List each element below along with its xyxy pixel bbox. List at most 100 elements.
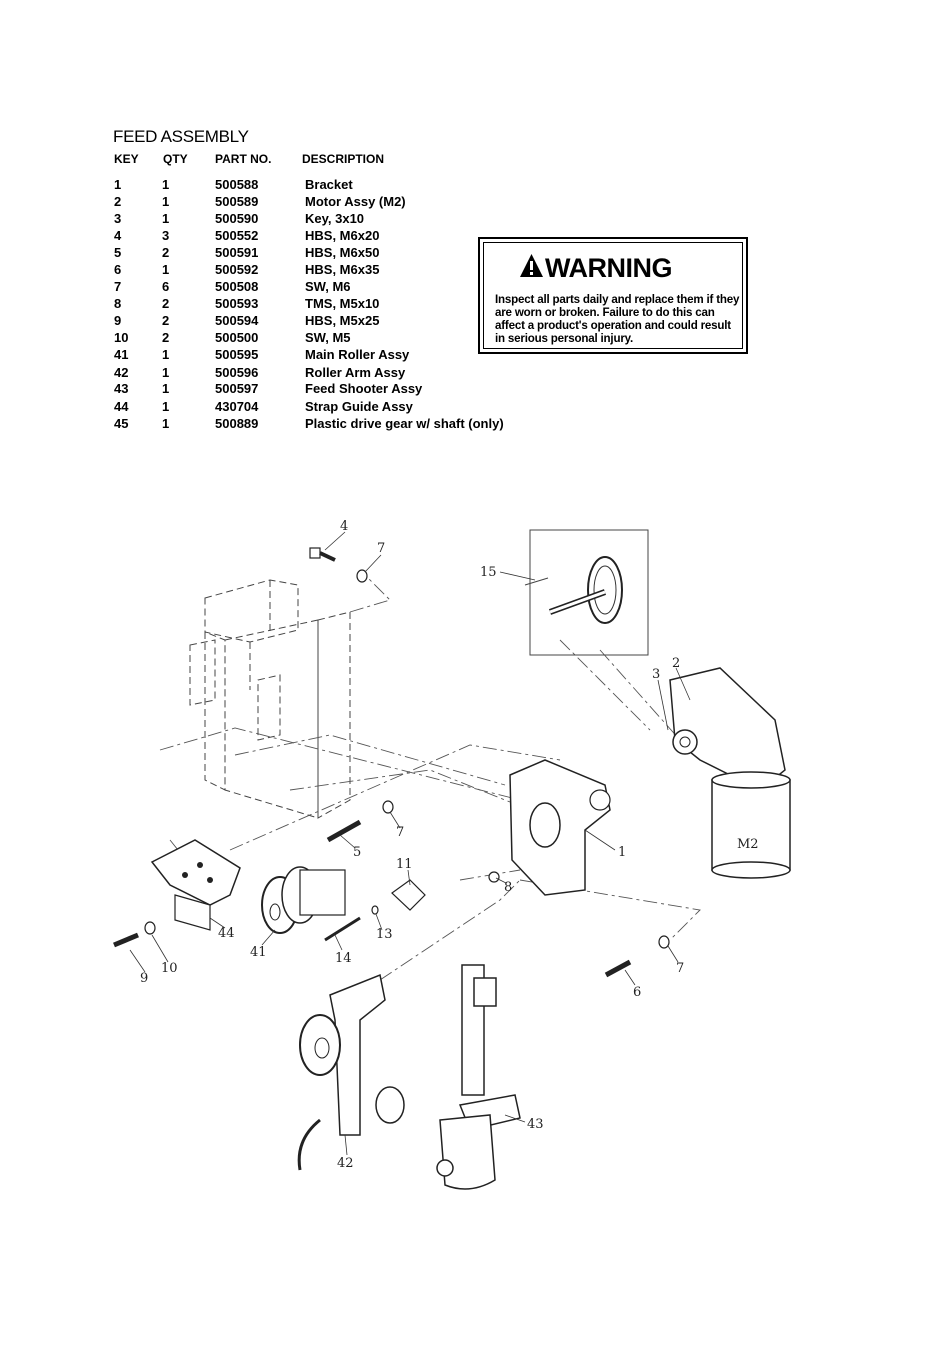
qty-cell: 2 [162, 330, 170, 345]
part-cell: 500590 [215, 211, 259, 226]
part-cell: 500592 [215, 262, 259, 277]
key-cell: 1 [114, 177, 122, 192]
label-9: 9 [140, 971, 148, 986]
desc-cell: Motor Assy (M2) [305, 194, 406, 209]
desc-cell: Plastic drive gear w/ shaft (only) [305, 416, 504, 431]
warning-triangle-icon [520, 254, 543, 277]
qty-cell: 1 [162, 211, 170, 226]
page-title: FEED ASSEMBLY [113, 127, 249, 146]
header-qty: QTY [163, 152, 188, 166]
label-41: 41 [250, 945, 267, 960]
part-cell: 500508 [215, 279, 259, 294]
qty-cell: 2 [162, 313, 170, 328]
qty-cell: 2 [162, 296, 170, 311]
part-cell: 500889 [215, 416, 259, 431]
desc-cell: HBS, M6x50 [305, 245, 380, 260]
qty-cell: 1 [162, 177, 170, 192]
bracket-frame-drawing [189, 579, 351, 819]
label-5: 5 [353, 845, 361, 860]
desc-cell: Feed Shooter Assy [305, 381, 423, 396]
table-row: 3 1 500590 Key, 3x10 [0, 211, 600, 228]
warning-box: WARNING Inspect all parts daily and repl… [478, 237, 748, 354]
part-cell: 430704 [215, 399, 259, 414]
table-row: 1 1 500588 Bracket [0, 177, 600, 194]
key-cell: 3 [114, 211, 122, 226]
desc-cell: HBS, M6x20 [305, 228, 380, 243]
key-cell: 5 [114, 245, 122, 260]
desc-cell: SW, M5 [305, 330, 351, 345]
label-43: 43 [527, 1117, 544, 1132]
label-42: 42 [337, 1156, 354, 1171]
qty-cell: 3 [162, 228, 170, 243]
key-cell: 4 [114, 228, 122, 243]
desc-cell: TMS, M5x10 [305, 296, 380, 311]
key-cell: 6 [114, 262, 122, 277]
desc-cell: Strap Guide Assy [305, 399, 413, 414]
label-7-right: 7 [676, 961, 684, 976]
part-cell: 500597 [215, 381, 259, 396]
part-cell: 500595 [215, 347, 259, 362]
label-4: 4 [340, 519, 348, 534]
label-8: 8 [504, 880, 512, 895]
qty-cell: 1 [162, 381, 170, 396]
label-11: 11 [396, 857, 413, 872]
qty-cell: 2 [162, 245, 170, 260]
label-10: 10 [161, 961, 178, 976]
desc-cell: Key, 3x10 [305, 211, 365, 226]
part-cell: 500591 [215, 245, 259, 260]
motor-m2-drawing [669, 667, 791, 879]
part-cell: 500594 [215, 313, 259, 328]
table-row: 9 2 500594 HBS, M5x25 [0, 313, 600, 330]
qty-cell: 1 [162, 262, 170, 277]
table-row: 45 1 500889 Plastic drive gear w/ shaft (on… [0, 416, 600, 433]
gear-detail-box [524, 529, 649, 656]
key-cell: 8 [114, 296, 122, 311]
label-14: 14 [335, 951, 352, 966]
key-cell: 45 [114, 416, 129, 431]
warning-inner-border [483, 242, 743, 349]
main-roller-drawing [261, 866, 346, 934]
desc-cell: Main Roller Assy [305, 347, 410, 362]
key-cell: 10 [114, 330, 129, 345]
leader-lines [129, 531, 691, 1156]
key-cell: 43 [114, 381, 129, 396]
label-m2: M2 [737, 837, 759, 852]
label-2: 2 [672, 656, 680, 671]
key-cell: 7 [114, 279, 122, 294]
label-15: 15 [480, 565, 497, 580]
desc-cell: Bracket [305, 177, 353, 192]
header-description: DESCRIPTION [302, 152, 385, 166]
diagram-labels: 4 7 15 3 2 M2 1 7 5 11 8 13 14 44 41 10 … [140, 519, 759, 1171]
key-cell: 41 [114, 347, 129, 362]
key-cell: 9 [114, 313, 122, 328]
part-cell: 500589 [215, 194, 259, 209]
table-row: 5 2 500591 HBS, M6x50 [0, 245, 600, 262]
key-cell: 44 [114, 399, 129, 414]
desc-cell: Roller Arm Assy [305, 365, 406, 380]
qty-cell: 1 [162, 347, 170, 362]
bracket-part-drawing [509, 759, 611, 896]
roller-arm-drawing [297, 973, 405, 1171]
qty-cell: 6 [162, 279, 170, 294]
qty-cell: 1 [162, 194, 170, 209]
label-1: 1 [618, 845, 626, 860]
qty-cell: 1 [162, 416, 170, 431]
desc-cell: HBS, M5x25 [305, 313, 380, 328]
header-part-no: PART NO. [215, 152, 272, 166]
part-cell: 500596 [215, 365, 259, 380]
label-3: 3 [652, 667, 660, 682]
table-row: 43 1 500597 Feed Shooter Assy [0, 381, 600, 398]
header-key: KEY [114, 152, 139, 166]
strap-guide-drawing [150, 839, 241, 931]
warning-title: WARNING [545, 253, 673, 283]
table-row: 4 3 500552 HBS, M6x20 [0, 228, 600, 245]
desc-cell: SW, M6 [305, 279, 351, 294]
part-cell: 500552 [215, 228, 259, 243]
part-cell: 500588 [215, 177, 259, 192]
assembly-lines [159, 574, 701, 981]
